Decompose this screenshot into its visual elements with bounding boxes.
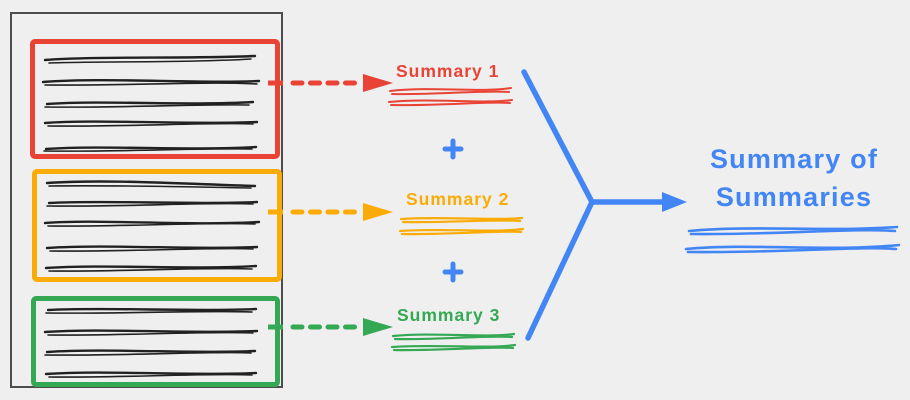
chunk-2-text-scribble-icon (43, 180, 261, 272)
document-chunk-1 (30, 39, 280, 159)
result-label: Summary of Summaries (709, 144, 879, 212)
document-chunk-2 (32, 169, 282, 282)
chunk3-dashed-arrow-icon (268, 318, 393, 336)
chunk-3-text-scribble-icon (43, 307, 259, 378)
summary-2-label: Summary 2 (406, 189, 510, 209)
summary-1-scribble-icon (388, 87, 513, 107)
chunk1-dashed-arrow-icon (268, 74, 393, 92)
summary-3-label: Summary 3 (397, 305, 501, 325)
summary-1-label: Summary 1 (396, 61, 500, 81)
plus-icon (442, 138, 464, 160)
plus-icon (442, 261, 464, 283)
chunk-1-text-scribble-icon (41, 54, 261, 152)
document-chunk-3 (31, 296, 280, 387)
merge-arrow-icon (521, 69, 687, 341)
result-scribble-icon (684, 225, 901, 254)
summary-3-scribble-icon (390, 332, 517, 352)
source-document (10, 12, 283, 388)
chunk2-dashed-arrow-icon (268, 203, 393, 221)
summary-2-scribble-icon (398, 216, 525, 236)
